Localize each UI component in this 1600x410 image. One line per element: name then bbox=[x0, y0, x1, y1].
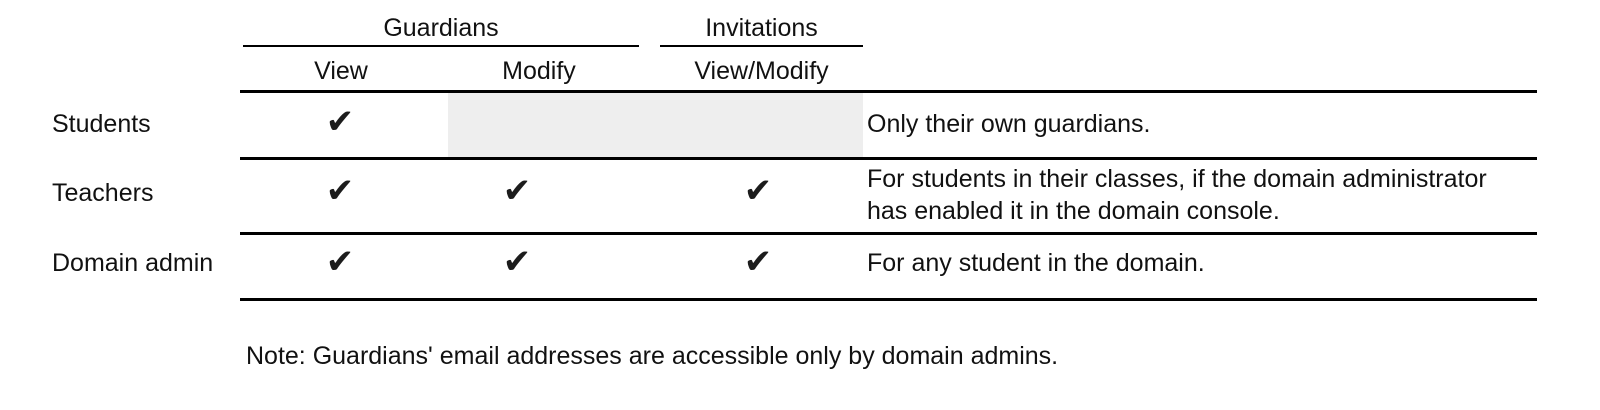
table-row: Students ✔ Only their own guardians. bbox=[0, 93, 1600, 157]
check-icon: ✔ bbox=[502, 171, 532, 211]
row-label-students: Students bbox=[52, 110, 151, 138]
column-group-guardians-rule bbox=[243, 45, 639, 47]
column-group-guardians-label: Guardians bbox=[383, 14, 499, 42]
check-icon: ✔ bbox=[325, 102, 355, 142]
row-description-domain-admin: For any student in the domain. bbox=[867, 249, 1205, 277]
row-label-teachers: Teachers bbox=[52, 179, 154, 207]
table-row: Teachers ✔ ✔ ✔ For students in their cla… bbox=[0, 160, 1600, 232]
column-group-invitations-label: Invitations bbox=[705, 14, 818, 42]
check-icon: ✔ bbox=[325, 242, 355, 282]
column-group-invitations-rule bbox=[660, 45, 863, 47]
check-icon: ✔ bbox=[743, 171, 773, 211]
table-row: Domain admin ✔ ✔ ✔ For any student in th… bbox=[0, 235, 1600, 298]
row-description-students: Only their own guardians. bbox=[867, 110, 1151, 138]
column-header-view: View bbox=[314, 57, 368, 85]
column-header-view-modify: View/Modify bbox=[694, 57, 829, 85]
check-icon: ✔ bbox=[325, 171, 355, 211]
table-rule-after-students bbox=[240, 157, 1537, 160]
shaded-cell-students-unavailable bbox=[448, 93, 863, 157]
table-rule-after-teachers bbox=[240, 232, 1537, 235]
column-header-modify: Modify bbox=[502, 57, 576, 85]
footnote-note: Note: Guardians' email addresses are acc… bbox=[246, 342, 1059, 370]
row-description-teachers: For students in their classes, if the do… bbox=[867, 165, 1487, 225]
table-rule-top bbox=[240, 90, 1537, 93]
row-label-domain-admin: Domain admin bbox=[52, 249, 214, 277]
column-group-header-row: Guardians Invitations bbox=[0, 12, 1600, 48]
check-icon: ✔ bbox=[502, 242, 532, 282]
check-icon: ✔ bbox=[743, 242, 773, 282]
table-rule-bottom bbox=[240, 298, 1537, 301]
